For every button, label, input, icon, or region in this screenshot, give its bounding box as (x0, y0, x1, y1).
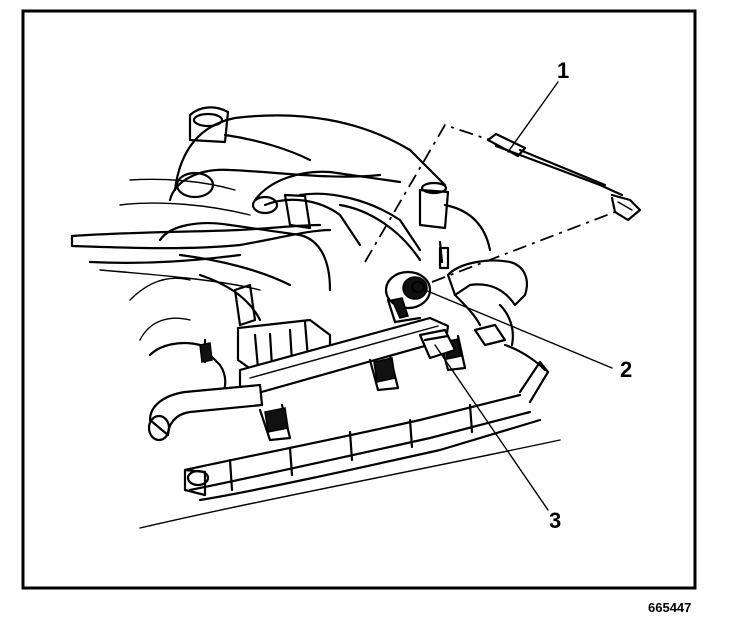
alignment-dashed-line-upper (364, 123, 491, 263)
callout-label-1: 1 (557, 58, 569, 83)
callout-label-3: 3 (549, 508, 561, 533)
callout-label-2: 2 (620, 357, 632, 382)
fuel-return-line-part (486, 132, 642, 222)
engine-intake-manifold-illustration (70, 106, 561, 529)
alignment-dashed-line-lower (431, 211, 616, 283)
callout-leader-line-1 (507, 81, 559, 153)
callout-leader-line-3 (434, 344, 549, 511)
diagram-frame (21, 9, 697, 590)
figure-id: 665447 (648, 600, 691, 615)
callout-leader-line-2 (424, 289, 613, 369)
